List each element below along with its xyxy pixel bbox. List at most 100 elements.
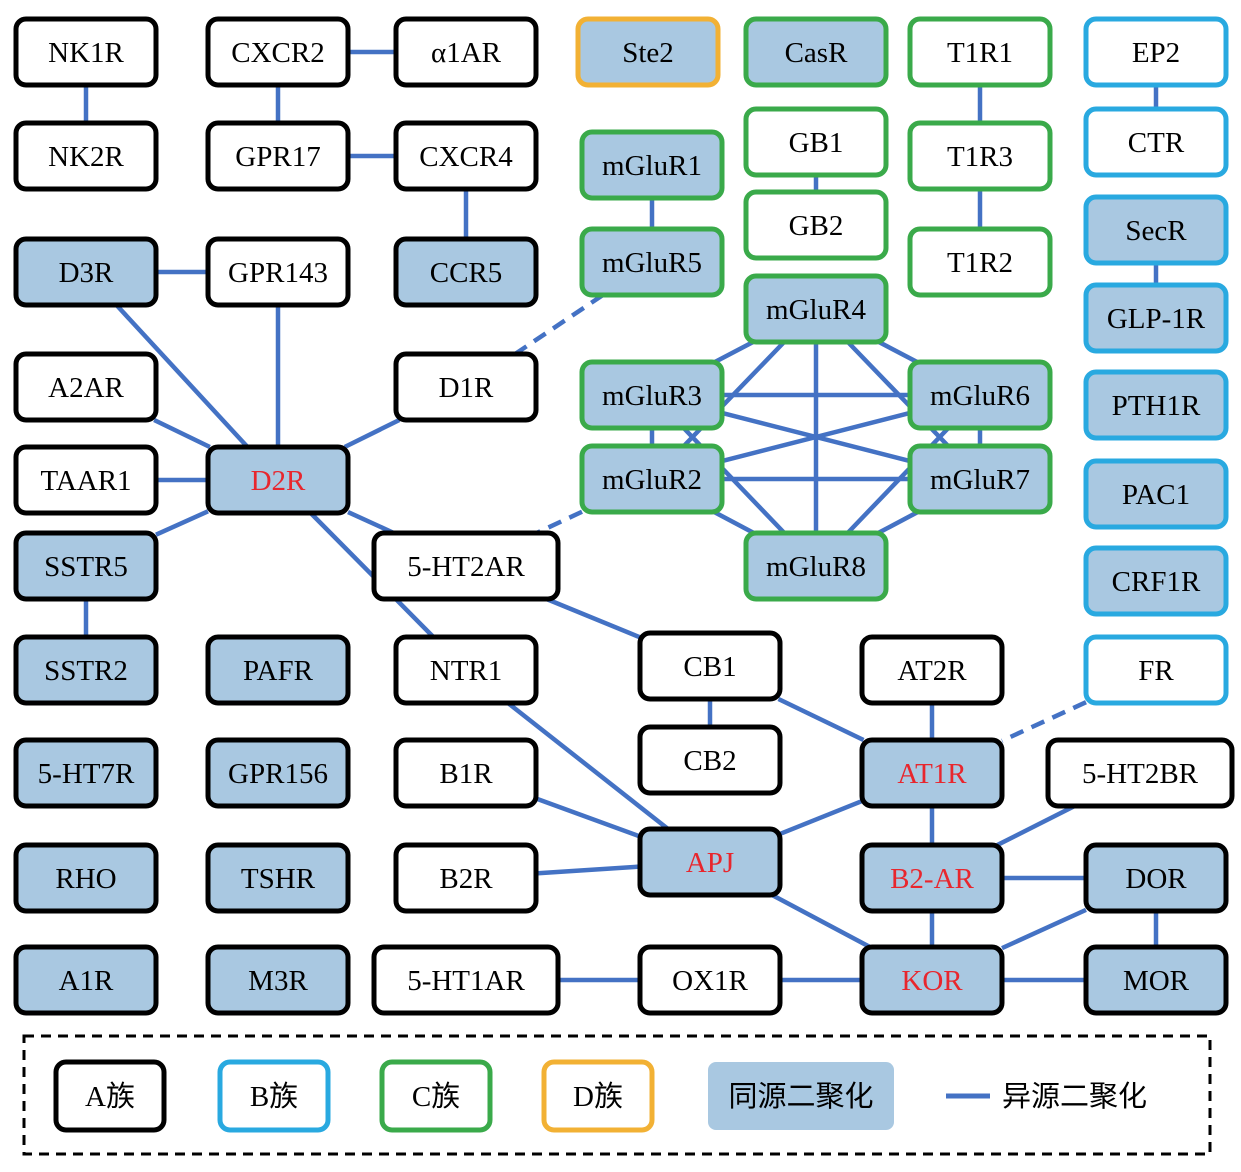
node-label: PTH1R (1112, 390, 1201, 422)
node-box (13, 634, 159, 706)
node-label: TSHR (241, 863, 316, 895)
node-label: SSTR2 (44, 655, 128, 687)
node-box (371, 944, 561, 1016)
node-D2R: D2R (205, 444, 351, 516)
node-GB2: GB2 (743, 189, 889, 261)
node-label: GB2 (789, 210, 844, 242)
node-GPR17: GPR17 (205, 120, 351, 192)
node-box (859, 842, 1005, 914)
edge-mGluR2-mGluR8 (713, 510, 755, 535)
node-box (743, 530, 889, 602)
node-box (1083, 194, 1229, 266)
node-label: AT2R (897, 655, 967, 687)
node-label: B2R (439, 863, 493, 895)
node-label: GB1 (789, 127, 844, 159)
node-5HT2AR: 5-HT2AR (371, 530, 561, 602)
edge-mGluR4-mGluR3 (713, 340, 755, 364)
edge-A2AR-D2R (153, 417, 211, 450)
node-label: PAC1 (1122, 479, 1190, 511)
node-label: FR (1138, 655, 1174, 687)
edge-CB1-AT1R (777, 696, 865, 743)
node-box (859, 737, 1005, 809)
node-mGluR2: mGluR2 (579, 443, 725, 515)
node-box (205, 944, 351, 1016)
node-label: AT1R (897, 758, 967, 790)
node-CB1: CB1 (637, 630, 783, 702)
node-NTR1: NTR1 (393, 634, 539, 706)
node-box (907, 443, 1053, 515)
legend-frame (22, 1034, 1212, 1156)
node-PAC1: PAC1 (1083, 458, 1229, 530)
node-box (1083, 944, 1229, 1016)
edge-APJ-AT1R (779, 798, 863, 837)
node-OX1R: OX1R (637, 944, 783, 1016)
node-Ste2: Ste2 (575, 16, 721, 88)
edge-SSTR5-D2R (155, 509, 209, 537)
legend-family-A-label: A族 (85, 1080, 135, 1113)
node-box (205, 120, 351, 192)
node-AT1R: AT1R (859, 737, 1005, 809)
node-box (907, 16, 1053, 88)
edge-mGluR6-mGluR2 (721, 410, 911, 464)
node-label: TAAR1 (40, 465, 131, 497)
node-EP2: EP2 (1083, 16, 1229, 88)
node-CXCR4: CXCR4 (393, 120, 539, 192)
edge-B2R-APJ (535, 864, 641, 876)
node-A1R: A1R (13, 944, 159, 1016)
node-APJ: APJ (637, 826, 783, 898)
node-box (13, 944, 159, 1016)
node-label: mGluR2 (602, 464, 702, 496)
node-label: T1R2 (947, 247, 1013, 279)
node-box (205, 737, 351, 809)
node-CRF1R: CRF1R (1083, 545, 1229, 617)
node-label: CXCR4 (419, 141, 513, 173)
node-box (205, 634, 351, 706)
node-label: CXCR2 (231, 37, 324, 69)
node-box (1083, 634, 1229, 706)
node-label: T1R3 (947, 141, 1013, 173)
node-D3R: D3R (13, 236, 159, 308)
node-mGluR8: mGluR8 (743, 530, 889, 602)
node-label: NK1R (48, 37, 124, 69)
node-TAAR1: TAAR1 (13, 444, 159, 516)
node-label: CRF1R (1112, 566, 1201, 598)
node-box (579, 129, 725, 201)
node-B2AR: B2-AR (859, 842, 1005, 914)
node-SecR: SecR (1083, 194, 1229, 266)
node-label: PAFR (243, 655, 314, 687)
legend-family-C-label: C族 (412, 1080, 460, 1113)
node-label: GPR17 (235, 141, 320, 173)
node-label: CTR (1128, 127, 1185, 159)
node-box (205, 842, 351, 914)
node-box (13, 444, 159, 516)
node-label: mGluR1 (602, 150, 702, 182)
node-A2AR: A2AR (13, 351, 159, 423)
node-label: EP2 (1132, 37, 1180, 69)
node-box (579, 443, 725, 515)
node-MOR: MOR (1083, 944, 1229, 1016)
node-box (579, 226, 725, 298)
node-5HT7R: 5-HT7R (13, 737, 159, 809)
node-label: RHO (55, 863, 116, 895)
edge-D2R-5HT2AR (347, 509, 395, 536)
node-label: α1AR (431, 37, 502, 69)
node-box (1083, 282, 1229, 354)
node-box (1083, 16, 1229, 88)
node-SSTR2: SSTR2 (13, 634, 159, 706)
node-label: mGluR3 (602, 380, 702, 412)
node-label: mGluR4 (766, 294, 866, 326)
node-label: D2R (251, 465, 306, 497)
node-box (743, 16, 889, 88)
node-NK1R: NK1R (13, 16, 159, 88)
node-CCR5: CCR5 (393, 236, 539, 308)
legend-family-B-box (217, 1059, 331, 1133)
node-label: SSTR5 (44, 551, 128, 583)
node-label: 5-HT1AR (407, 965, 525, 997)
node-CTR: CTR (1083, 106, 1229, 178)
node-box (13, 842, 159, 914)
node-box (393, 16, 539, 88)
node-label: NTR1 (430, 655, 503, 687)
node-box (393, 634, 539, 706)
